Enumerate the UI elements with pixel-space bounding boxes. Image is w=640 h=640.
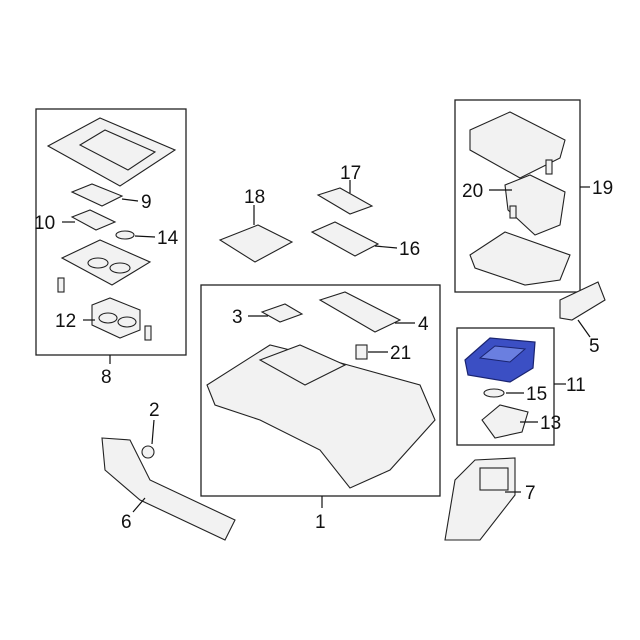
part-8-lid[interactable] <box>46 117 177 187</box>
callout-1: 1 <box>315 512 326 533</box>
part-17-mat[interactable] <box>316 187 374 215</box>
part-armrest-base[interactable] <box>469 231 571 286</box>
leader-lines <box>62 180 591 513</box>
part-6-trim[interactable] <box>101 437 236 541</box>
part-12-cupholder[interactable] <box>91 297 141 339</box>
group-box-11 <box>456 327 555 446</box>
callout-2: 2 <box>149 400 160 421</box>
callout-18: 18 <box>244 187 265 208</box>
callout-9: 9 <box>141 192 152 213</box>
callout-17: 17 <box>340 163 361 184</box>
part-2-clip[interactable] <box>141 445 155 459</box>
group-box-19 <box>454 99 581 293</box>
part-18-mat[interactable] <box>218 224 294 263</box>
part-cupholder-tray[interactable] <box>60 239 152 286</box>
callout-11: 11 <box>566 375 586 396</box>
callout-12: 12 <box>55 311 76 332</box>
group-box-1 <box>200 284 441 497</box>
callout-7: 7 <box>525 483 536 504</box>
callout-14: 14 <box>157 228 179 249</box>
callout-5: 5 <box>589 336 600 357</box>
screw-icon <box>509 159 553 219</box>
part-14-cap[interactable] <box>115 230 135 240</box>
callout-8: 8 <box>101 367 112 388</box>
part-21-clip[interactable] <box>355 344 368 360</box>
callout-4: 4 <box>418 314 429 335</box>
callout-20: 20 <box>462 181 483 202</box>
callout-3: 3 <box>232 307 243 328</box>
part-4-mat[interactable] <box>318 291 402 333</box>
callout-16: 16 <box>399 239 420 260</box>
part-1-console[interactable] <box>206 344 436 489</box>
callout-15: 15 <box>526 384 547 405</box>
callout-10: 10 <box>34 213 55 234</box>
callout-13: 13 <box>540 413 561 434</box>
part-5-bracket[interactable] <box>559 281 606 321</box>
screw-icon <box>57 277 152 341</box>
part-10-mat[interactable] <box>70 209 117 231</box>
part-16-tray[interactable] <box>310 221 380 257</box>
part-3-pad[interactable] <box>260 303 304 323</box>
part-11-bin-highlighted[interactable] <box>464 337 536 383</box>
callout-21: 21 <box>390 343 411 364</box>
callout-6: 6 <box>121 512 132 533</box>
part-7-panel[interactable] <box>444 457 516 541</box>
part-15-cap[interactable] <box>483 388 505 398</box>
group-box-8 <box>35 108 187 356</box>
part-9-mat[interactable] <box>70 183 124 207</box>
part-20-bracket[interactable] <box>504 174 566 236</box>
part-armrest-lid[interactable] <box>469 111 566 179</box>
callout-19: 19 <box>592 178 613 199</box>
